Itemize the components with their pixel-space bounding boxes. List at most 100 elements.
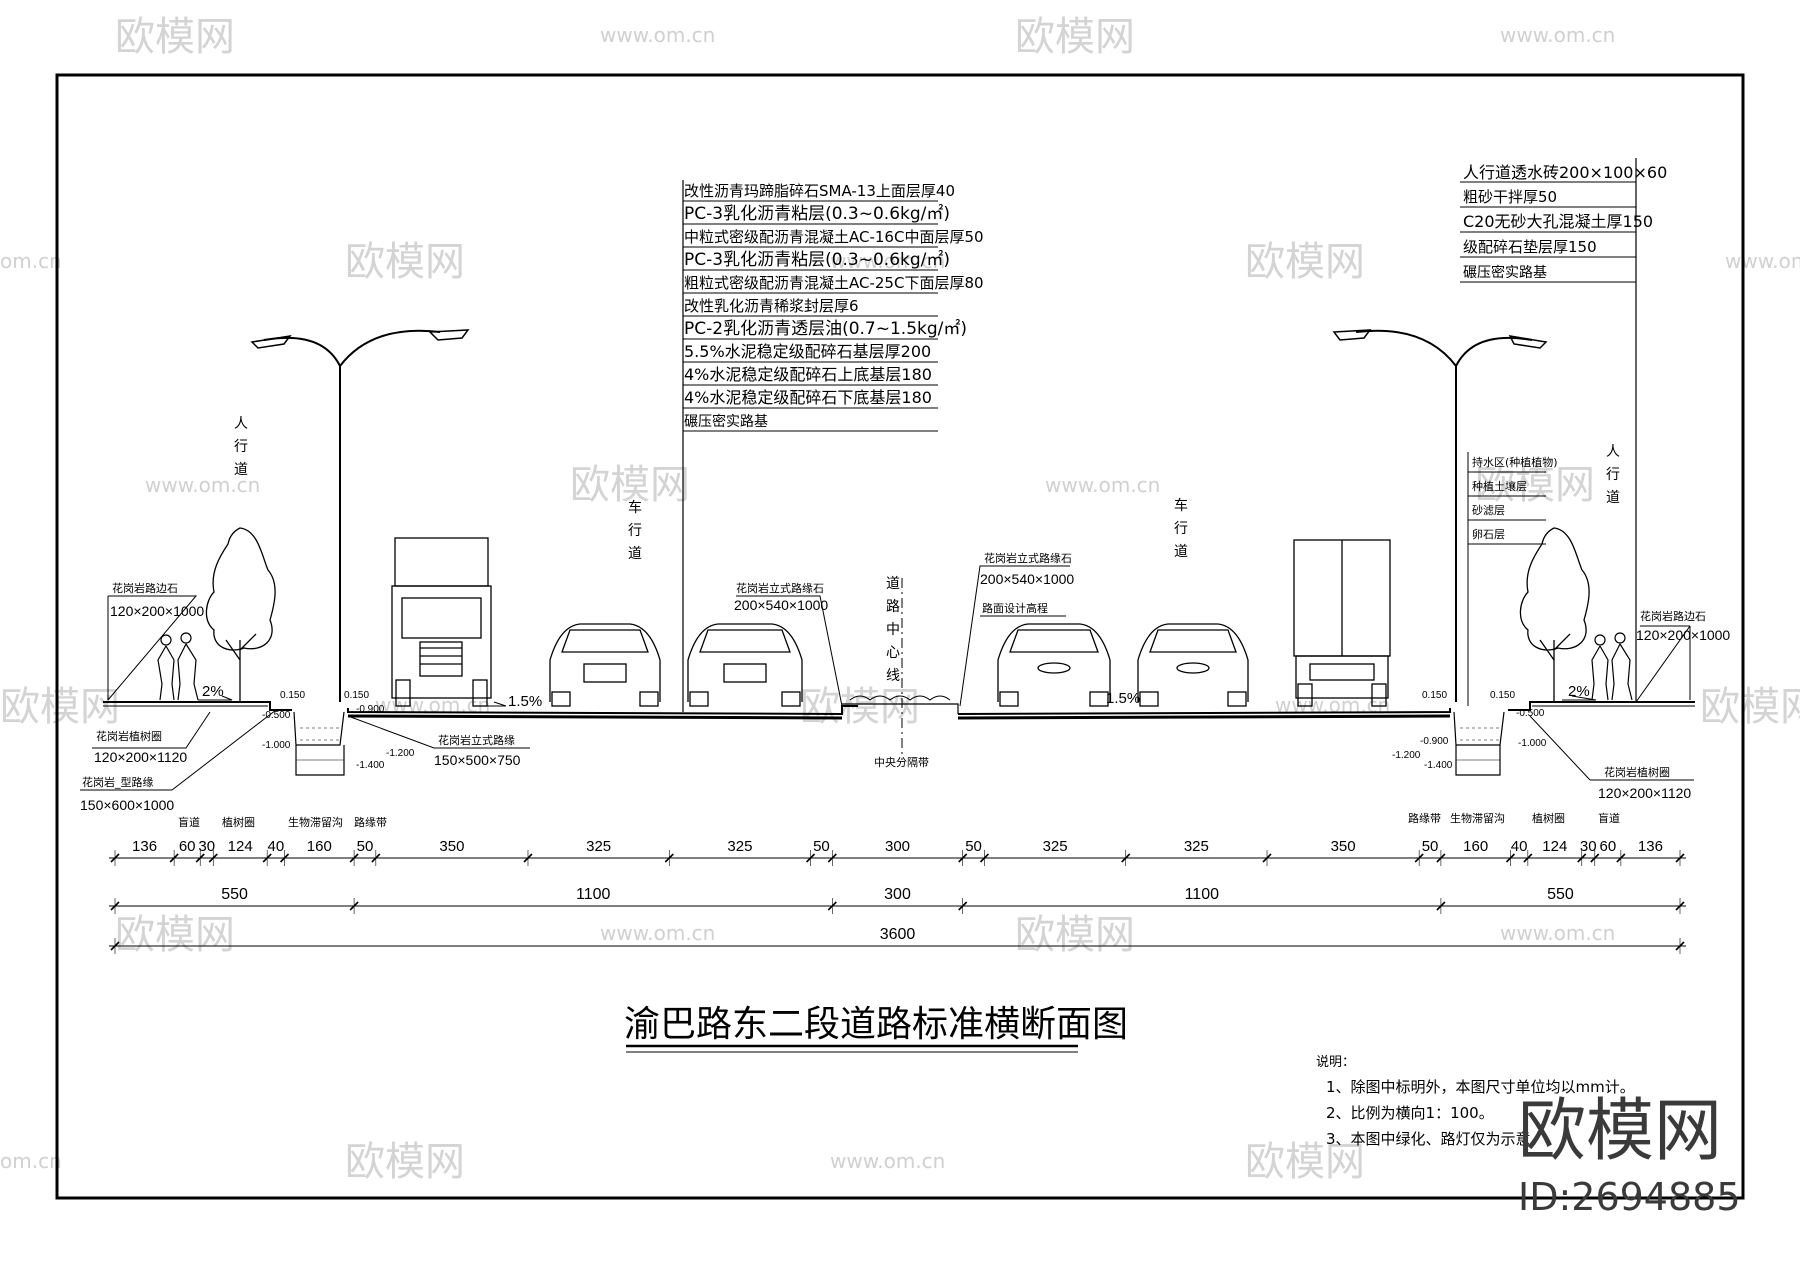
- pavement-layer-label: 改性乳化沥青稀浆封层厚6: [684, 297, 859, 315]
- curb-right-size: 120×200×1000: [1636, 627, 1730, 643]
- watermark-url: om.cn: [0, 249, 62, 273]
- watermark-url: www.om.cn: [600, 23, 715, 47]
- annotations: 花岗岩路边石 120×200×1000 花岗岩植树圈 120×200×1120 …: [80, 551, 1730, 813]
- street-lamp-right: [1332, 329, 1548, 702]
- vert-curb-left-size: 150×500×750: [434, 752, 521, 768]
- pavement-layer-label: 4%水泥稳定级配碎石上底基层180: [684, 365, 932, 384]
- dimension-value: 550: [221, 886, 248, 903]
- dimension-value: 50: [1422, 838, 1439, 855]
- dimension-value: 60: [1599, 838, 1616, 855]
- dimension-value: 325: [727, 838, 752, 855]
- watermark-brand: 欧模网: [115, 14, 235, 60]
- curb-left-size: 120×200×1000: [110, 603, 204, 619]
- sidewalk-layer-label: 碾压密实路基: [1463, 264, 1547, 281]
- slope-left-sidewalk: 2%: [202, 683, 224, 700]
- watermark-layer: 欧模网 www.om.cn 欧模网 www.om.cn om.cn 欧模网 ww…: [0, 14, 1800, 1185]
- elevation-label: -0.500: [1516, 708, 1545, 719]
- dimension-value: 60: [179, 838, 196, 855]
- median-curb-left-size: 200×540×1000: [734, 597, 828, 613]
- zone-label: 路缘带: [354, 816, 387, 829]
- car-1: [549, 623, 661, 707]
- dimension-value: 160: [307, 838, 332, 855]
- sidewalk-label: 人行道: [234, 416, 248, 478]
- dimension-value: 350: [1331, 838, 1356, 855]
- watermark-url: om.cn: [0, 1149, 62, 1173]
- tree-ring-right-size: 120×200×1120: [1598, 785, 1691, 801]
- dimension-value: 325: [586, 838, 611, 855]
- elevation-label: -1.000: [262, 740, 291, 751]
- pavement-layer-label: PC-2乳化沥青透层油(0.7~1.5kg/㎡): [684, 319, 967, 339]
- pavement-layer-label: 中粒式密级配沥青混凝土AC-16C中面层厚50: [684, 228, 984, 246]
- watermark-url: www.om.cn: [830, 249, 945, 273]
- watermark-url: www.om.cn: [1725, 249, 1800, 273]
- dimension-value: 136: [132, 838, 157, 855]
- dimension-value: 160: [1463, 838, 1488, 855]
- pavement-layer-label: 4%水泥稳定级配碎石下底基层180: [684, 388, 932, 407]
- watermark-brand: 欧模网: [1245, 1139, 1365, 1185]
- slope-right-carriageway: 1.5%: [1106, 690, 1140, 707]
- curb-right-name: 花岗岩路边石: [1640, 609, 1706, 623]
- dimension-value: 1100: [1185, 886, 1220, 903]
- flat-curb-name: 花岗岩_型路缘: [82, 775, 154, 789]
- watermark-brand: 欧模网: [1475, 462, 1595, 508]
- watermark-url: www.om.cn: [600, 921, 715, 945]
- pavement-layer-label: 粗粒式密级配沥青混凝土AC-25C下面层厚80: [684, 274, 984, 292]
- dimension-value: 50: [965, 838, 982, 855]
- flat-curb-size: 150×600×1000: [80, 797, 174, 813]
- dimension-value: 325: [1184, 838, 1209, 855]
- watermark-brand: 欧模网: [570, 462, 690, 508]
- vert-curb-left-name: 花岗岩立式路缘: [438, 733, 515, 747]
- title-text: 渝巴路东二段道路标准横断面图: [624, 1004, 1128, 1045]
- zone-label: 盲道: [1598, 811, 1620, 825]
- sidewalk-layer-label: C20无砂大孔混凝土厚150: [1463, 212, 1653, 231]
- dimension-value: 40: [268, 838, 285, 855]
- dimension-value: 40: [1511, 838, 1528, 855]
- elevation-label: -1.400: [1424, 760, 1453, 771]
- pavement-layer-label: PC-3乳化沥青粘层(0.3~0.6kg/㎡): [684, 204, 950, 224]
- zone-label: 生物滞留沟: [1450, 811, 1505, 825]
- dimension-value: 30: [1580, 838, 1597, 855]
- dimension-value: 350: [439, 838, 464, 855]
- dimension-value: 124: [228, 838, 253, 855]
- zone-label: 植树圈: [1532, 811, 1565, 825]
- pedestrians-right: [1591, 632, 1633, 701]
- pavement-layer-legend: 改性沥青玛蹄脂碎石SMA-13上面层厚40 PC-3乳化沥青粘层(0.3~0.6…: [682, 180, 984, 712]
- dimension-value: 300: [884, 886, 911, 903]
- zone-labels: 盲道 植树圈 生物滞留沟 路缘带 路缘带 生物滞留沟 植树圈 盲道: [178, 811, 1620, 829]
- dimension-value: 136: [1638, 838, 1663, 855]
- elevation-label: 0.150: [1490, 690, 1515, 701]
- slope-left-carriageway: 1.5%: [508, 693, 542, 710]
- logo-name: 欧模网: [1518, 1092, 1722, 1171]
- pavement-layer-label: PC-3乳化沥青粘层(0.3~0.6kg/㎡): [684, 250, 950, 270]
- carriageway-label: 车行道: [628, 499, 642, 562]
- note-item: 1、除图中标明外，本图尺寸单位均以mm计。: [1326, 1078, 1635, 1096]
- watermark-brand: 欧模网: [1015, 912, 1135, 958]
- dimension-value: 124: [1542, 838, 1567, 855]
- elevation-label: -1.200: [1392, 750, 1421, 761]
- sidewalk-label: 人行道: [1606, 444, 1620, 506]
- watermark-brand: 欧模网: [345, 1139, 465, 1185]
- bioretention-layer-label: 种植土壤层: [1472, 479, 1527, 493]
- vertical-labels: 人行道 车行道 道路中心线 车行道 人行道: [234, 416, 1620, 684]
- watermark-brand: 欧模网: [345, 239, 465, 285]
- dimension-value: 300: [885, 838, 910, 855]
- elevation-label: -0.900: [1420, 736, 1449, 747]
- watermark-url: www.om.cn: [1500, 23, 1615, 47]
- design-elevation-label: 路面设计高程: [982, 601, 1048, 615]
- sidewalk-layer-label: 人行道透水砖200×100×60: [1463, 163, 1667, 182]
- watermark-url: www.om.cn: [830, 1149, 945, 1173]
- tree-left: [205, 527, 276, 702]
- zone-label: 生物滞留沟: [288, 815, 343, 829]
- watermark-brand: 欧模网: [1245, 239, 1365, 285]
- notes: 说明： 1、除图中标明外，本图尺寸单位均以mm计。 2、比例为横向1：100。 …: [1316, 1055, 1635, 1148]
- elevation-label: -0.900: [356, 704, 385, 715]
- note-item: 2、比例为横向1：100。: [1326, 1104, 1494, 1122]
- elevation-label: -1.000: [1518, 738, 1547, 749]
- median-label: 中央分隔带: [874, 756, 929, 769]
- watermark-brand: 欧模网: [115, 912, 235, 958]
- zone-label: 盲道: [178, 815, 200, 829]
- pavement-layer-label: 5.5%水泥稳定级配碎石基层厚200: [684, 342, 931, 361]
- watermark-brand: 欧模网: [800, 684, 920, 730]
- elevation-label: -1.200: [386, 748, 415, 759]
